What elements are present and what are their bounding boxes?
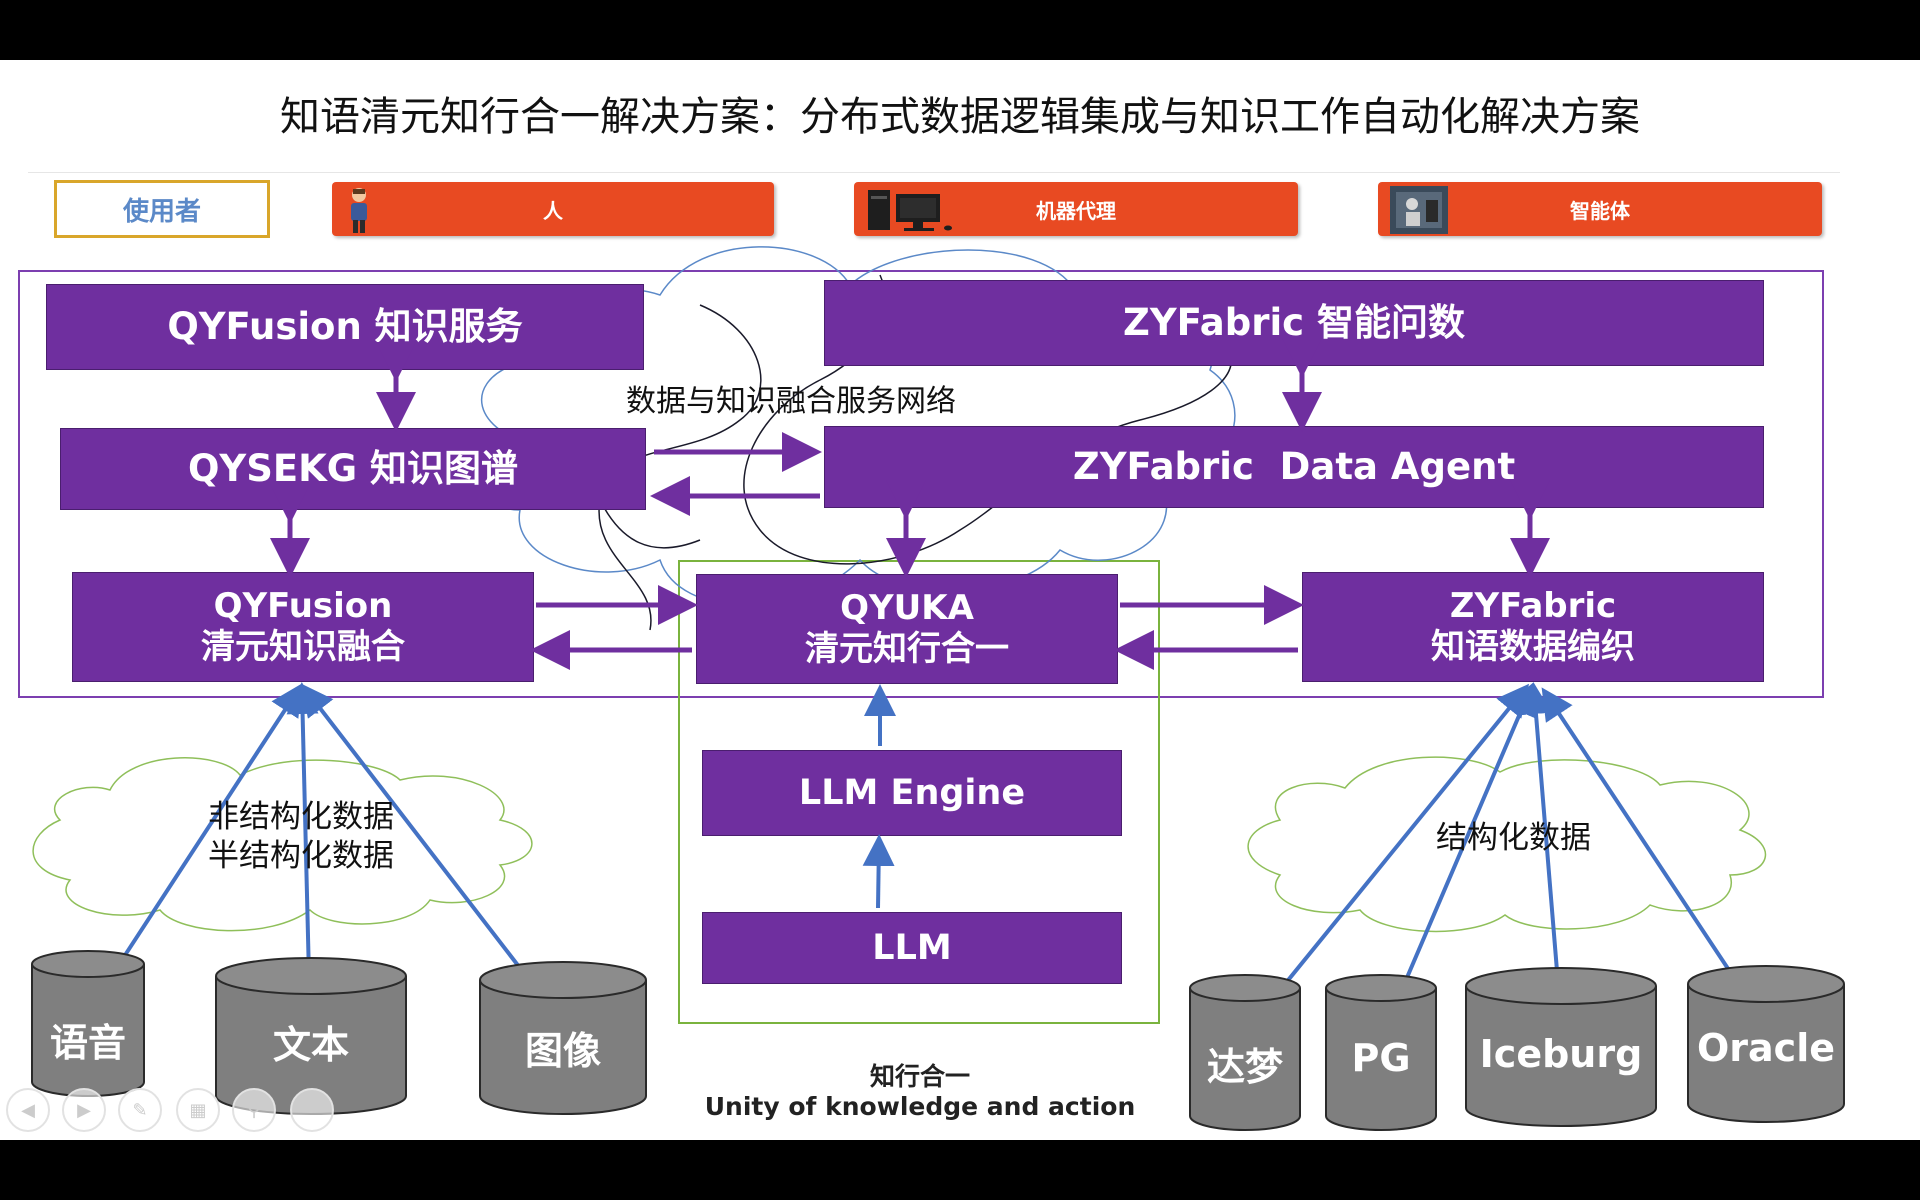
semistructured-label: 半结构化数据 (208, 837, 394, 874)
next-icon[interactable]: ▶ (62, 1088, 106, 1132)
store-text: 文本 (214, 956, 408, 1116)
pen-icon[interactable]: ✎ (118, 1088, 162, 1132)
database-icon (479, 961, 647, 1115)
box-zyfabric-weave-line1: ZYFabric (1449, 586, 1617, 627)
store-oracle: Oracle (1686, 964, 1846, 1124)
role-human-label: 人 (543, 198, 563, 223)
structured-label: 结构化数据 (1436, 820, 1591, 856)
zoom-icon[interactable]: ⚲ (232, 1088, 276, 1132)
store-oracle-label: Oracle (1696, 1026, 1835, 1070)
box-llm-engine: LLM Engine (702, 750, 1122, 836)
unstructured-labels: 非结构化数据 半结构化数据 (208, 798, 394, 876)
service-network-frame (18, 270, 1824, 698)
box-qyuka-line2: 清元知行合一 (805, 629, 1009, 669)
slide: 知语清元知行合一解决方案：分布式数据逻辑集成与知识工作自动化解决方案 使用者 人… (0, 60, 1920, 1140)
database-icon (1325, 974, 1437, 1131)
store-voice-label: 语音 (49, 1021, 126, 1065)
store-iceburg-label: Iceburg (1479, 1032, 1643, 1076)
box-qysekg: QYSEKG 知识图谱 (60, 428, 646, 510)
box-qyfusion-service: QYFusion 知识服务 (46, 284, 644, 370)
role-human: 人 (332, 182, 774, 236)
slides-icon[interactable]: ▦ (176, 1088, 220, 1132)
database-icon (215, 957, 407, 1115)
box-qyfusion-fusion: QYFusion 清元知识融合 (72, 572, 534, 682)
role-machine-agent: 机器代理 (854, 182, 1298, 236)
store-pg-label: PG (1351, 1036, 1411, 1080)
network-cloud (32, 246, 1767, 933)
database-icon (1687, 965, 1845, 1123)
unity-caption: 知行合一 Unity of knowledge and action (700, 1062, 1140, 1122)
store-voice: 语音 (30, 950, 146, 1098)
title-divider (28, 172, 1840, 173)
box-llm: LLM (702, 912, 1122, 984)
store-dameng: 达梦 (1188, 972, 1302, 1132)
box-zyfabric-weave-line2: 知语数据编织 (1431, 627, 1635, 667)
network-label: 数据与知识融合服务网络 (626, 384, 956, 419)
person-icon (351, 188, 367, 233)
store-image-label: 图像 (524, 1029, 601, 1073)
prev-icon[interactable]: ◀ (6, 1088, 50, 1132)
box-qyfusion-fusion-line2: 清元知识融合 (201, 627, 405, 667)
database-icon (31, 950, 145, 1097)
database-icon (1465, 967, 1657, 1127)
database-icon (1189, 974, 1301, 1131)
store-pg: PG (1324, 972, 1438, 1132)
store-dameng-label: 达梦 (1206, 1045, 1283, 1089)
computer-icon (868, 190, 952, 231)
role-intelligent-agent-label: 智能体 (1570, 198, 1630, 223)
robot-icon (1390, 186, 1448, 234)
store-iceburg: Iceburg (1464, 966, 1658, 1128)
box-qyuka-line1: QYUKA (840, 588, 974, 629)
box-zyfabric-agent: ZYFabric Data Agent (824, 426, 1764, 508)
unity-caption-en: Unity of knowledge and action (704, 1092, 1136, 1121)
slide-title: 知语清元知行合一解决方案：分布式数据逻辑集成与知识工作自动化解决方案 (280, 94, 1640, 140)
store-image: 图像 (478, 960, 648, 1116)
unity-caption-zh: 知行合一 (869, 1062, 970, 1091)
more-icon[interactable]: ⋯ (290, 1088, 334, 1132)
unstructured-label: 非结构化数据 (208, 799, 394, 835)
box-qyuka: QYUKA 清元知行合一 (696, 574, 1118, 684)
role-intelligent-agent: 智能体 (1378, 182, 1822, 236)
store-text-label: 文本 (272, 1023, 349, 1067)
role-machine-agent-label: 机器代理 (1036, 198, 1116, 223)
users-label-box: 使用者 (54, 180, 270, 238)
box-qyfusion-fusion-line1: QYFusion (213, 586, 393, 627)
